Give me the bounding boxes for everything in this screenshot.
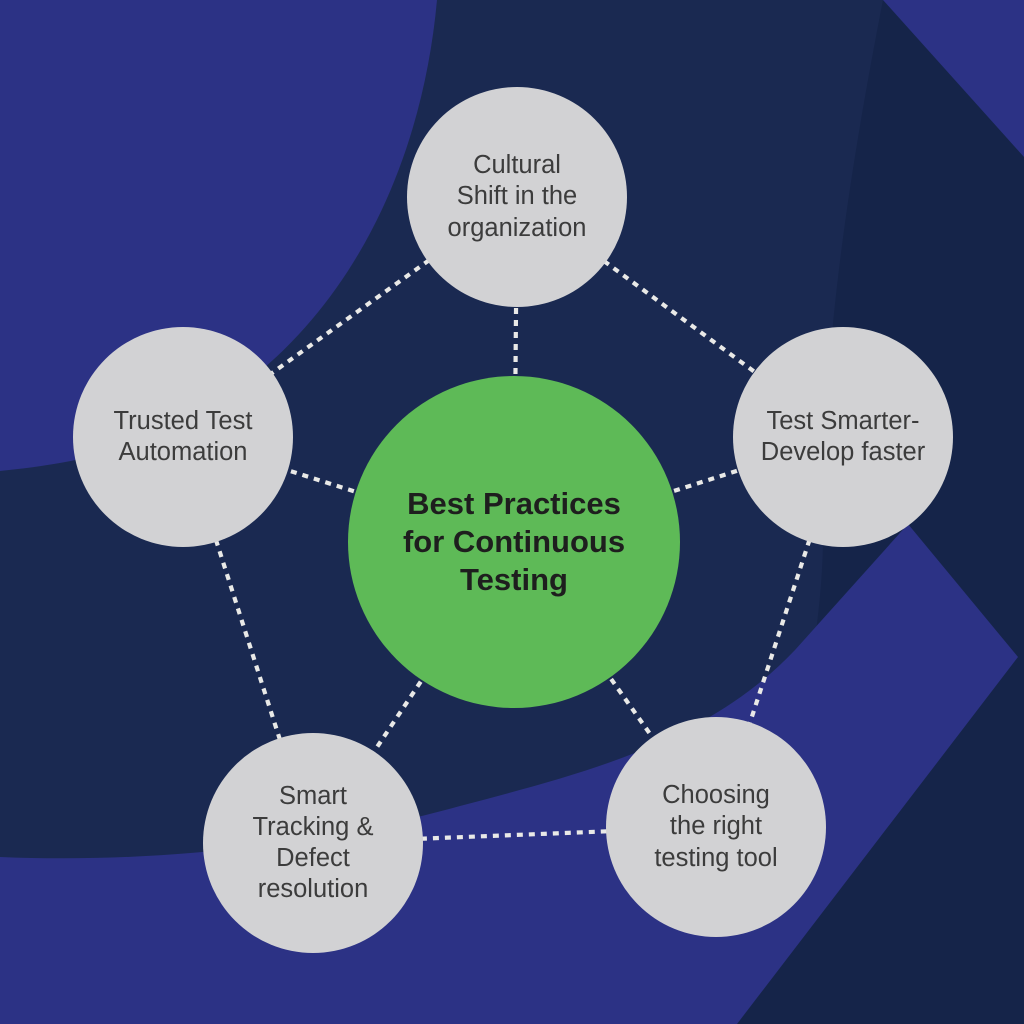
connector-top-left (181, 195, 519, 439)
node-cultural-shift: Cultural Shift in the organization (407, 87, 627, 307)
node-smart-tracking-defect-resolution-label: Smart Tracking & Defect resolution (252, 781, 374, 904)
node-test-smarter-develop-faster: Test Smarter- Develop faster (733, 327, 953, 547)
connector-center-right (513, 434, 844, 545)
background-top-left-curve (0, 0, 437, 471)
node-trusted-test-automation-label: Trusted Test Automation (113, 406, 253, 466)
node-center-label: Best Practices for Continuous Testing (402, 486, 626, 597)
node-trusted-test-automation: Trusted Test Automation (73, 327, 293, 547)
background-top-right-triangle (883, 0, 1024, 157)
connector-center-top (511, 196, 520, 543)
node-cultural-shift-label: Cultural Shift in the organization (447, 151, 587, 242)
node-best-practices-center: Best Practices for Continuous Testing (348, 376, 680, 708)
node-choosing-right-testing-tool: Choosing the right testing tool (606, 717, 826, 937)
node-choosing-right-testing-tool-label: Choosing the right testing tool (654, 781, 778, 872)
node-test-smarter-develop-faster-label: Test Smarter- Develop faster (760, 406, 926, 466)
node-smart-tracking-defect-resolution: Smart Tracking & Defect resolution (203, 733, 423, 953)
